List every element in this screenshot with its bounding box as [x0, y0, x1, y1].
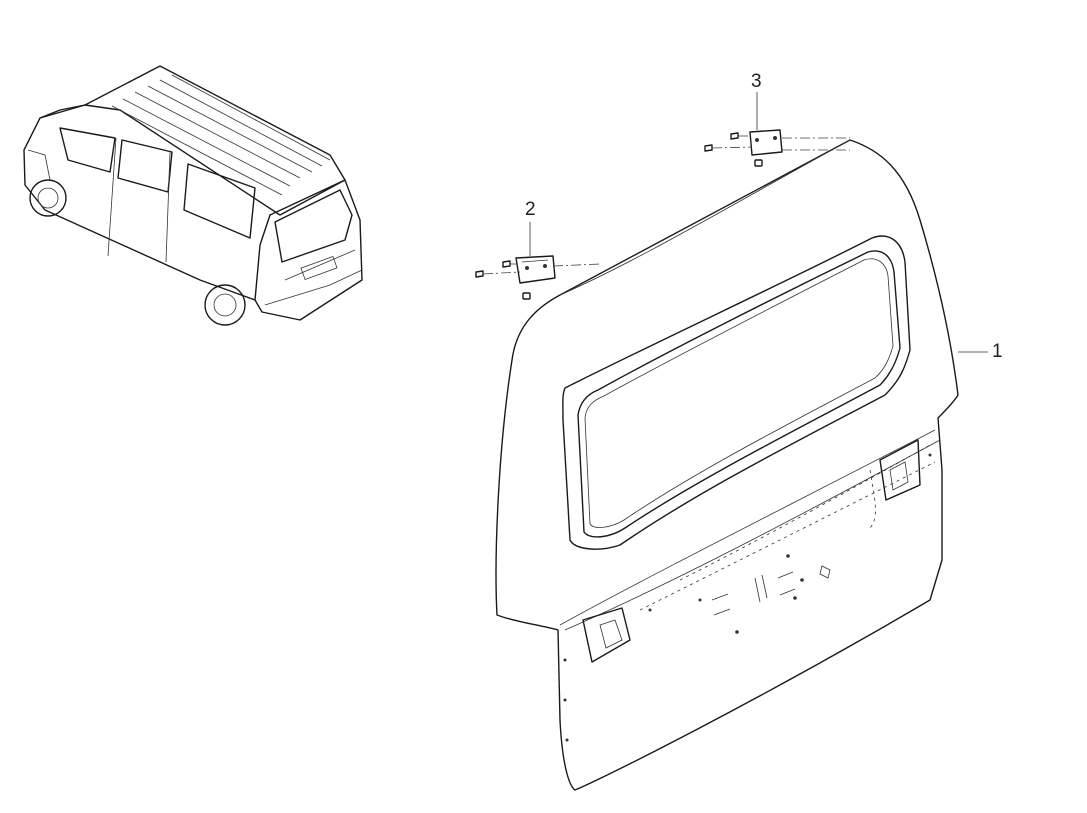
hinge-3 [704, 129, 850, 167]
tailgate-panel [495, 139, 959, 791]
leader-lines [529, 92, 988, 353]
callout-2: 2 [525, 199, 536, 220]
van-reference-icon [23, 65, 363, 326]
hinge-2 [475, 255, 601, 300]
callout-1: 1 [992, 341, 1003, 362]
callout-3: 3 [751, 71, 762, 92]
